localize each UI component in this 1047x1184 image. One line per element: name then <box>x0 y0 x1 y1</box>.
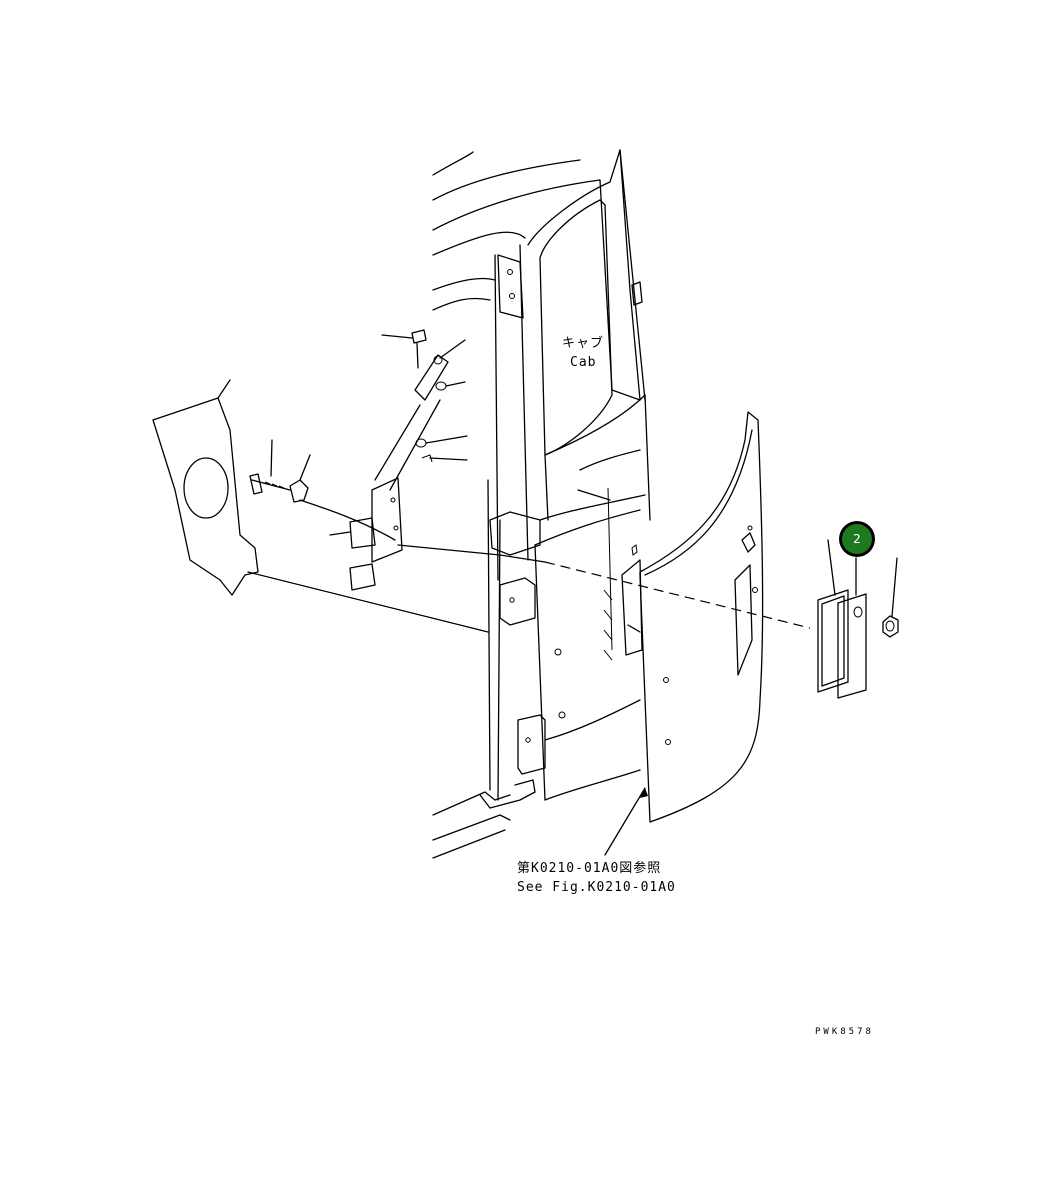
reference-leader <box>604 787 648 856</box>
alignment-line <box>544 561 811 629</box>
hardware <box>247 329 546 633</box>
reference-label-en: See Fig.K0210-01A0 <box>517 880 676 895</box>
part-2-assembly <box>817 539 899 699</box>
cab-frame <box>432 149 651 859</box>
bracket-plate <box>152 379 259 596</box>
reference-label-jp: 第K0210-01A0図参照 <box>517 860 661 876</box>
drawing-code: PWK8578 <box>815 1027 874 1037</box>
door-panel <box>631 411 764 823</box>
callout-number: 2 <box>853 532 861 546</box>
callout-marker-2: 2 <box>839 521 875 557</box>
cab-label-en: Cab <box>570 355 596 370</box>
cab-label-jp: キャブ <box>562 335 604 351</box>
